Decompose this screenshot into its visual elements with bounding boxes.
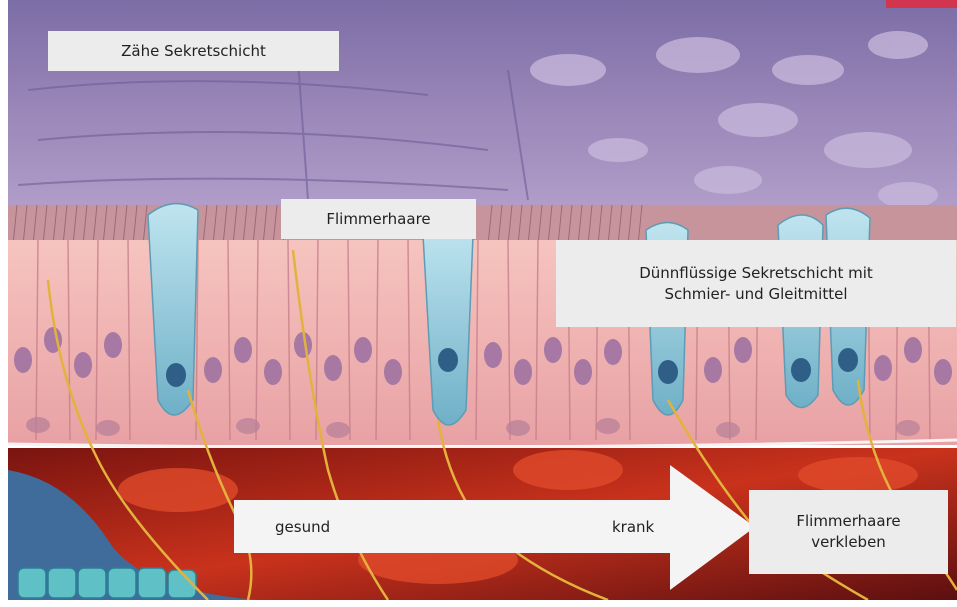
arrow-label-gesund: gesund bbox=[275, 517, 330, 537]
corner-accent-tab bbox=[886, 0, 957, 8]
label-duennfluessige-sekretschicht: Dünnflüssige Sekretschicht mit Schmier- … bbox=[556, 240, 956, 327]
label-flimmerhaare: Flimmerhaare bbox=[281, 199, 476, 239]
arrow-label-krank: krank bbox=[612, 517, 654, 537]
label-flimmerhaare-verkleben: Flimmerhaare verkleben bbox=[749, 490, 948, 574]
label-zaehe-sekretschicht: Zähe Sekretschicht bbox=[48, 31, 339, 71]
